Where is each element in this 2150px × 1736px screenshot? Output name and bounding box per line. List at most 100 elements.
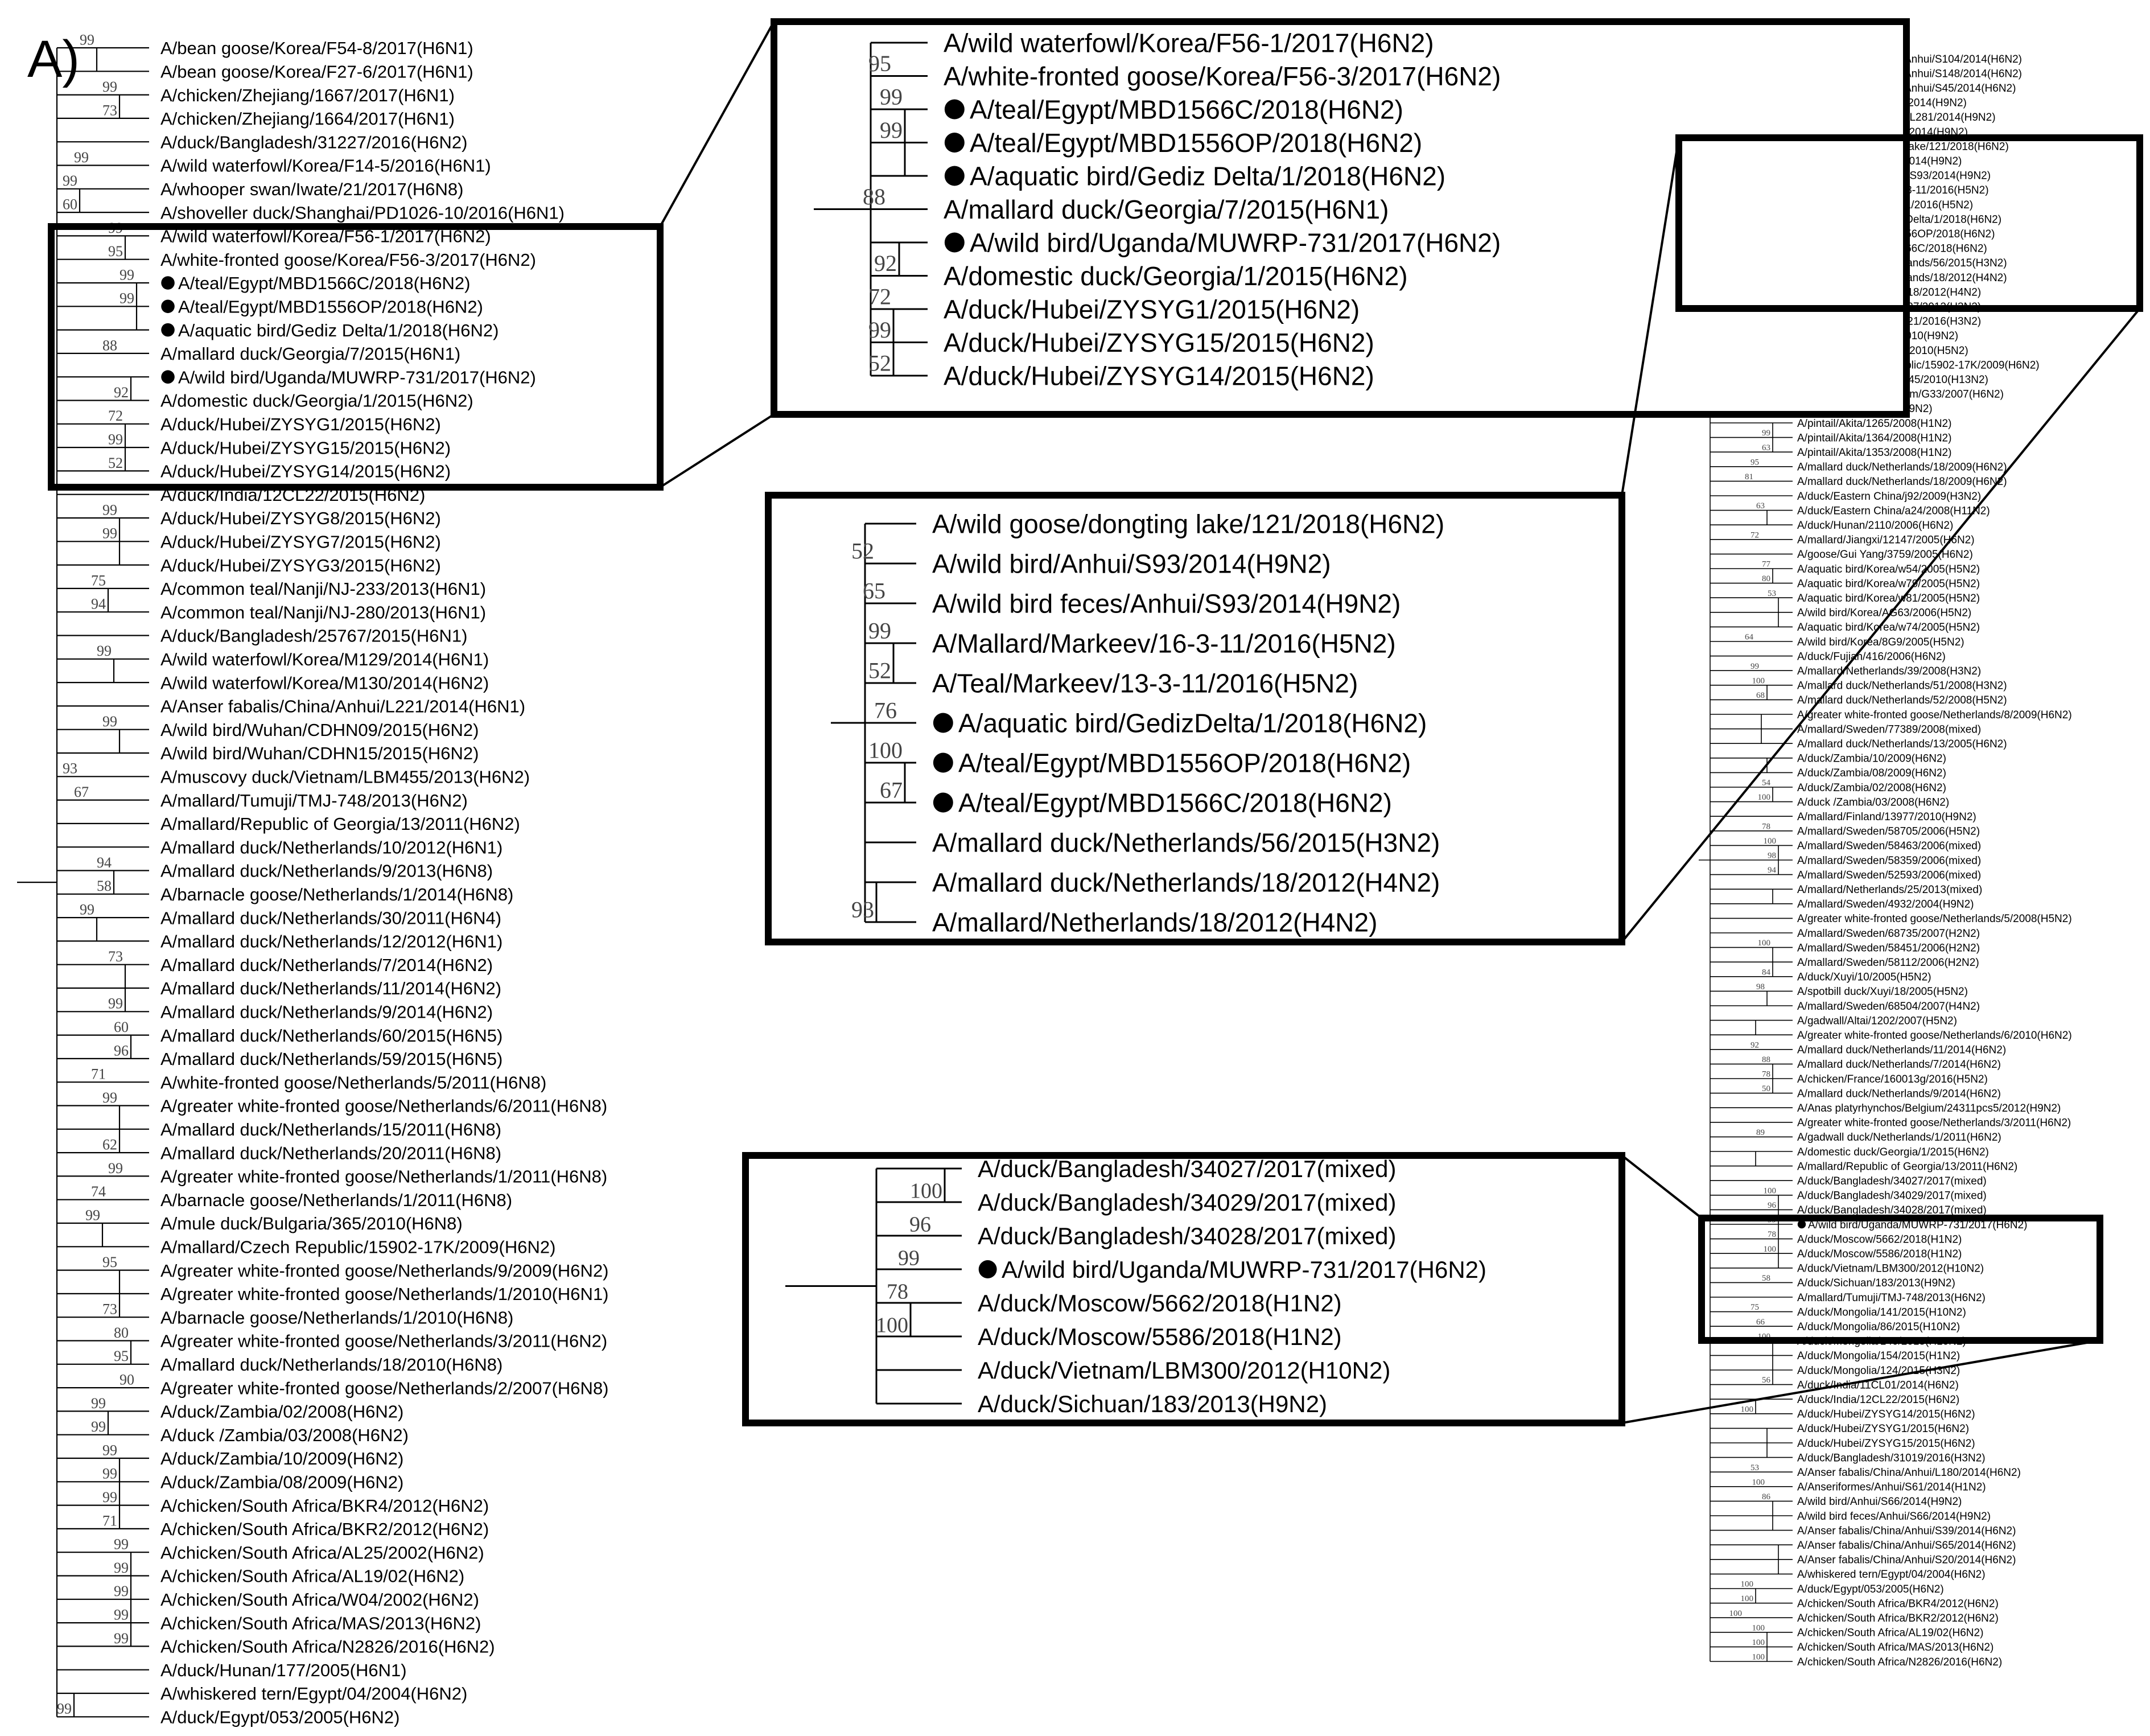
bootstrap-value: 74 (91, 1183, 106, 1200)
highlight-box-tree-a (48, 223, 664, 491)
taxon-label: A/duck/Sichuan/183/2013(H9N2) (1797, 1277, 1955, 1289)
taxon-label: A/mallard duck/Netherlands/18/2010(H6N8) (160, 1355, 503, 1375)
taxon-label: A/duck/Hubei/ZYSYG1/2015(H6N2) (944, 295, 1360, 324)
bootstrap-value: 93 (851, 897, 874, 923)
bootstrap-value: 75 (1751, 1303, 1759, 1312)
sample-marker-dot (161, 370, 175, 384)
taxon-label: A/domestic duck/Georgia/1/2015(H6N2) (160, 391, 473, 411)
bootstrap-value: 100 (1764, 1186, 1777, 1195)
taxon-label: A/chicken/South Africa/AL19/02(H6N2) (1797, 1627, 1983, 1639)
bootstrap-value: 99 (868, 618, 891, 644)
taxon-label: A/duck/Zambia/10/2009(H6N2) (160, 1449, 403, 1468)
zoom-connector-line (659, 21, 775, 227)
bootstrap-value: 62 (102, 1137, 117, 1153)
taxon-label: A/mallard/Sweden/4932/2004(H9N2) (1797, 899, 1974, 911)
taxon-label: A/duck/Bangladesh/34027/2017(mixed) (1797, 1175, 1987, 1187)
taxon-label: A/greater white-fronted goose/Netherland… (1797, 913, 2072, 925)
bootstrap-value: 52 (108, 455, 123, 471)
taxon-label: A/white-fronted goose/Korea/F56-3/2017(H… (944, 61, 1501, 91)
bootstrap-value: 99 (91, 1395, 106, 1412)
zoom-connector-line (1621, 1154, 1703, 1219)
taxon-label: A/pintail/Akita/1265/2008(H1N2) (1797, 418, 1951, 430)
sample-marker-dot (933, 752, 953, 773)
bootstrap-value: 100 (868, 738, 903, 763)
taxon-label: A/goose/Gui Yang/3759/2005(H6N2) (1797, 549, 1973, 561)
taxon-label: A/mallard/Netherlands/18/2012(H4N2) (932, 908, 1377, 937)
bootstrap-value: 99 (114, 1607, 129, 1623)
bootstrap-value: 92 (114, 384, 129, 401)
taxon-label: A/chicken/South Africa/BKR4/2012(H6N2) (160, 1496, 489, 1516)
taxon-label: A/greater white-fronted goose/Netherland… (1797, 1030, 2072, 1042)
taxon-label: A/duck/Egypt/053/2005(H6N2) (160, 1707, 399, 1727)
taxon-label: A/wild waterfowl/Korea/F56-1/2017(H6N2) (944, 28, 1434, 58)
taxon-label: A/duck/Moscow/5586/2018(H1N2) (978, 1323, 1342, 1350)
taxon-label: A/mallard/Republic of Georgia/13/2011(H6… (160, 814, 520, 834)
taxon-label: A/duck/Zambia/02/2008(H6N2) (160, 1402, 403, 1422)
taxon-label: A/aquatic bird/Gediz Delta/1/2018(H6N2) (178, 320, 499, 340)
taxon-label: A/duck/Bangladesh/34028/2017(mixed) (1797, 1204, 1987, 1216)
taxon-label: A/chicken/South Africa/N2826/2016(H6N2) (160, 1637, 495, 1657)
bootstrap-value: 96 (909, 1212, 931, 1236)
taxon-label: A/aquatic bird/Gediz Delta/1/2018(H6N2) (970, 162, 1445, 191)
taxon-label: A/duck /Zambia/03/2008(H6N2) (160, 1425, 409, 1445)
bootstrap-value: 99 (1751, 662, 1759, 671)
bootstrap-value: 99 (898, 1246, 920, 1270)
taxon-label: A/mallard duck/Netherlands/18/2012(H4N2) (932, 868, 1440, 898)
taxon-label: A/wild bird/Korea/8G9/2005(H5N2) (1797, 636, 1964, 648)
bootstrap-value: 99 (108, 1160, 123, 1176)
taxon-label: A/greater white-fronted goose/Netherland… (160, 1284, 609, 1304)
taxon-label: A/duck/Egypt/053/2005(H6N2) (1797, 1583, 1944, 1595)
taxon-label: A/mallard duck/Netherlands/9/2014(H6N2) (160, 1002, 493, 1022)
taxon-label: A/pintail/Akita/1364/2008(H1N2) (1797, 432, 1951, 444)
taxon-label: A/wild waterfowl/Korea/M129/2014(H6N1) (160, 649, 489, 669)
taxon-label: A/whiskered tern/Egypt/04/2004(H6N2) (160, 1684, 467, 1704)
taxon-label: A/mallard/Netherlands/25/2013(mixed) (1797, 884, 1982, 896)
taxon-label: A/duck/Zambia/02/2008(H6N2) (1797, 782, 1946, 794)
taxon-label: A/duck /Zambia/03/2008(H6N2) (1797, 796, 1949, 808)
sample-marker-dot (161, 299, 175, 314)
zoom-connector-line (659, 413, 775, 488)
taxon-label: A/mallard duck/Netherlands/51/2008(H3N2) (1797, 680, 2007, 692)
taxon-label: A/mallard duck/Netherlands/18/2009(H6N2) (1797, 462, 2007, 474)
bootstrap-value: 65 (863, 578, 885, 604)
taxon-label: A/duck/Mongolia/154/2015(H1N2) (1797, 1350, 1960, 1362)
taxon-label: A/duck/Hubei/ZYSYG7/2015(H6N2) (160, 532, 441, 552)
taxon-label: A/mallard/Czech Republic/15902-17K/2009(… (160, 1237, 555, 1257)
bootstrap-value: 96 (114, 1042, 129, 1059)
taxon-label: A/wild bird/Wuhan/CDHN09/2015(H6N2) (160, 720, 479, 740)
bootstrap-value: 64 (1745, 633, 1754, 642)
bootstrap-value: 99 (120, 266, 134, 283)
bootstrap-value: 99 (880, 117, 903, 143)
bootstrap-value: 90 (120, 1372, 134, 1388)
bootstrap-value: 99 (102, 1489, 117, 1505)
taxon-label: A/barnacle goose/Netherlands/1/2011(H6N8… (160, 1190, 512, 1210)
bootstrap-value: 68 (1756, 691, 1765, 700)
taxon-label: A/chicken/South Africa/BKR2/2012(H6N2) (160, 1519, 489, 1539)
bootstrap-value: 99 (102, 1089, 117, 1106)
taxon-label: A/gadwall duck/Netherlands/1/2011(H6N2) (1797, 1132, 2001, 1143)
taxon-label: A/duck/Fujian/416/2006(H6N2) (1797, 651, 1946, 663)
bootstrap-value: 99 (880, 84, 903, 110)
bootstrap-value: 99 (57, 1701, 72, 1717)
bootstrap-value: 100 (1764, 837, 1777, 846)
taxon-label: A/chicken/South Africa/BKR4/2012(H6N2) (1797, 1598, 1999, 1610)
bootstrap-value: 99 (114, 1560, 129, 1576)
bootstrap-value: 100 (876, 1313, 908, 1337)
bootstrap-value: 99 (102, 1442, 117, 1458)
taxon-label: A/mallard/Sweden/58463/2006(mixed) (1797, 840, 1981, 852)
bootstrap-value: 73 (102, 102, 117, 118)
tree-a: A/bean goose/Korea/F54-8/2017(H6N1)99A/b… (17, 31, 609, 1727)
taxon-label: A/greater white-fronted goose/Netherland… (160, 1331, 607, 1351)
taxon-label: A/mallard duck/Netherlands/11/2014(H6N2) (1797, 1044, 2006, 1056)
taxon-label: A/mallard/Sweden/58112/2006(H2N2) (1797, 957, 1979, 969)
taxon-label: A/Anser fabalis/China/Anhui/L180/2014(H6… (1797, 1467, 2021, 1479)
taxon-label: A/duck/Bangladesh/25767/2015(H6N1) (160, 626, 467, 646)
bootstrap-value: 67 (74, 784, 89, 800)
taxon-label: A/duck/Bangladesh/31019/2016(H3N2) (1797, 1452, 1986, 1464)
bootstrap-value: 80 (1762, 574, 1770, 583)
taxon-label: A/mallard/Republic of Georgia/13/2011(H6… (1797, 1161, 2017, 1173)
panel-label-a: A) (27, 30, 80, 88)
inset-box-b2 (742, 1152, 1625, 1426)
taxon-label: A/duck/Moscow/5662/2018(H1N2) (978, 1290, 1342, 1317)
bootstrap-value: 63 (1756, 501, 1765, 511)
